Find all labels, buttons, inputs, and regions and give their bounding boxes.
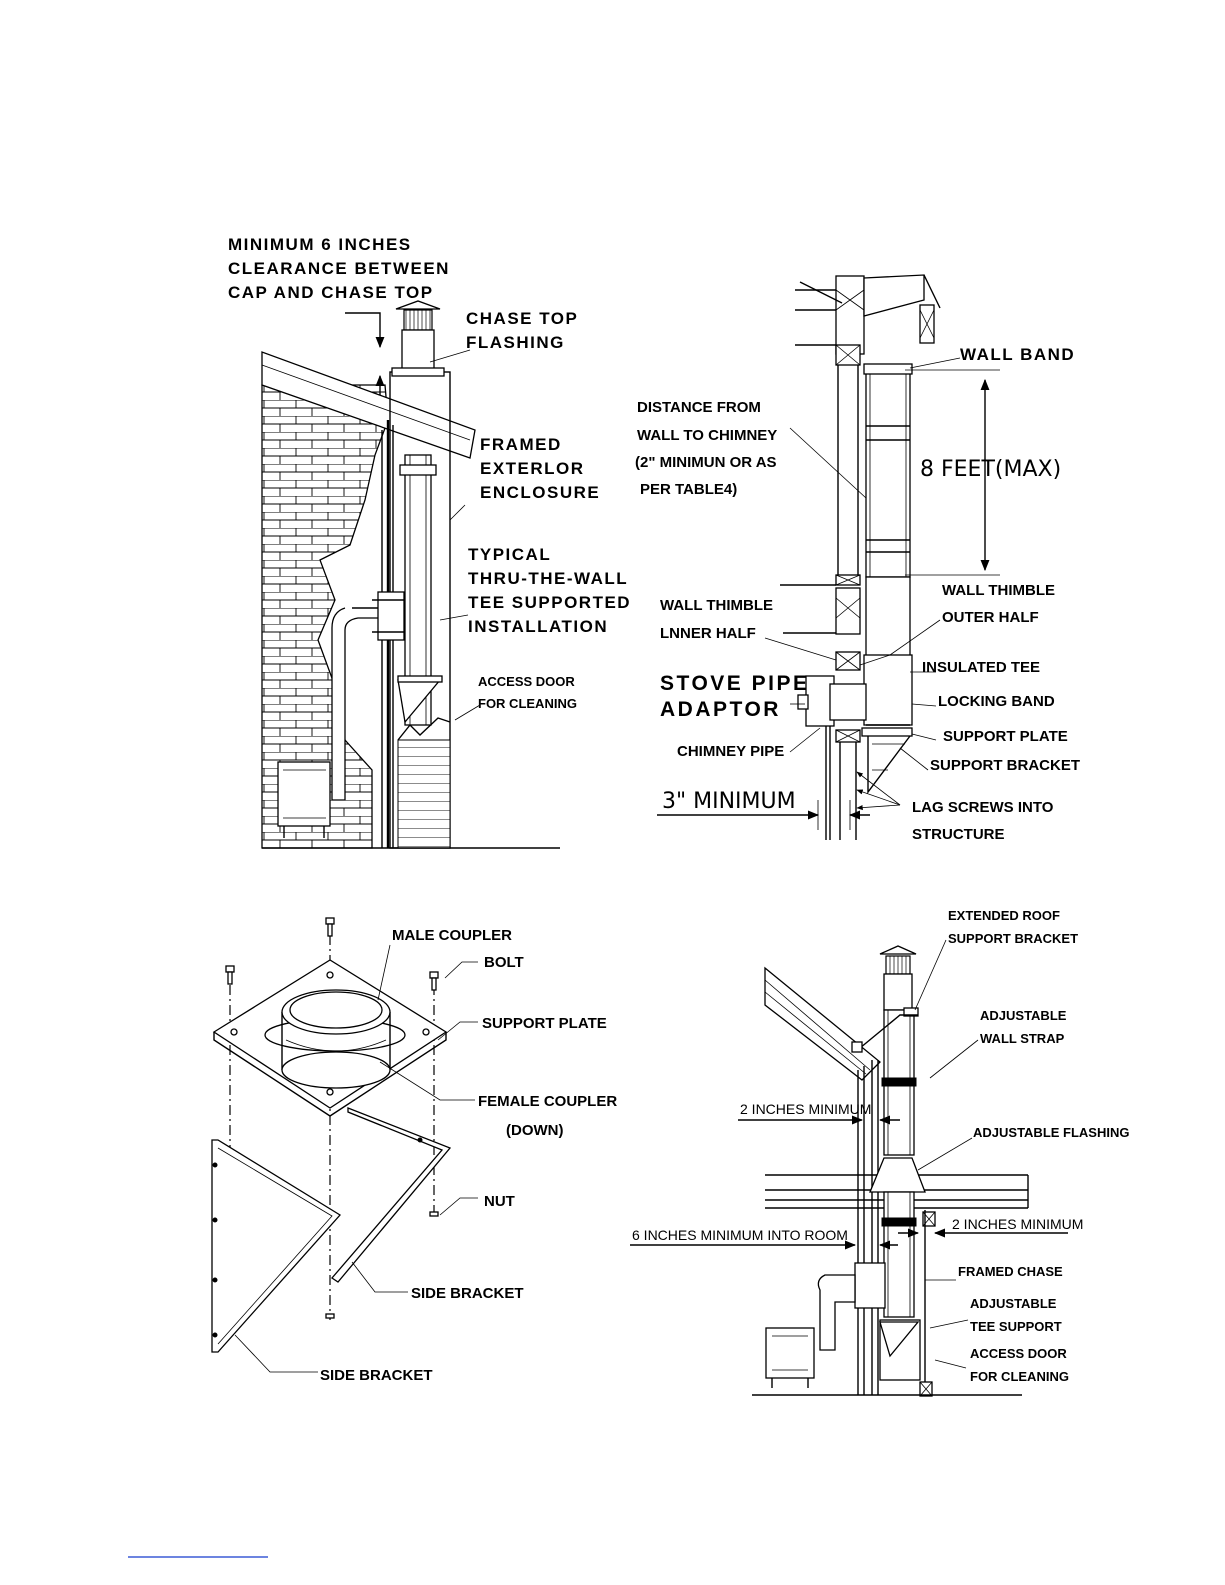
chimney-pipe bbox=[869, 945, 926, 1381]
roof-eave bbox=[799, 274, 941, 344]
exterior-chimney bbox=[863, 363, 913, 726]
support-bracket bbox=[861, 727, 913, 795]
thru-wall-tee bbox=[331, 591, 405, 801]
stove bbox=[277, 761, 331, 838]
distance-label-line4: PER TABLE4) bbox=[640, 481, 737, 498]
tee-connector bbox=[817, 1262, 886, 1351]
distance-label-line1: DISTANCE FROM bbox=[637, 399, 761, 416]
two-inch-minimum-label-b: 2 INCHES MINIMUM bbox=[952, 1216, 1083, 1232]
lag-screws-label-line2: STRUCTURE bbox=[912, 826, 1005, 843]
support-bracket-label: SUPPORT BRACKET bbox=[930, 757, 1080, 774]
clearance-label-line2: CLEARANCE BETWEEN bbox=[228, 259, 450, 278]
access-door-label-line2: FOR CLEANING bbox=[970, 1369, 1069, 1384]
support-parts-figure: MALE COUPLER BOLT SUPPORT PLATE FEMALE C… bbox=[211, 917, 617, 1384]
side-bracket-b-part bbox=[331, 1107, 452, 1283]
extended-roof-label-line2: SUPPORT BRACKET bbox=[948, 931, 1078, 946]
typical-label-line1: TYPICAL bbox=[468, 545, 551, 564]
side-bracket-a-label: SIDE BRACKET bbox=[411, 1285, 524, 1302]
access-door-label-line1: ACCESS DOOR bbox=[970, 1346, 1067, 1361]
chase-install-figure: MINIMUM 6 INCHES CLEARANCE BETWEEN CAP A… bbox=[228, 235, 631, 849]
typical-label-line4: INSTALLATION bbox=[468, 617, 608, 636]
extended-roof-label-line1: EXTENDED ROOF bbox=[948, 908, 1060, 923]
adjustable-tee-label-line1: ADJUSTABLE bbox=[970, 1296, 1057, 1311]
distance-label-line3: (2" MINIMUN OR AS bbox=[635, 454, 777, 471]
brick-wall bbox=[261, 384, 389, 849]
thimble-inner-label-line2: LNNER HALF bbox=[660, 625, 756, 642]
male-coupler-label: MALE COUPLER bbox=[392, 927, 512, 944]
bolt-label: BOLT bbox=[484, 954, 524, 971]
clearance-label-line1: MINIMUM 6 INCHES bbox=[228, 235, 412, 254]
enclosure-label-line3: ENCLOSURE bbox=[480, 483, 600, 502]
lag-screws-label-line1: LAG SCREWS INTO bbox=[912, 799, 1054, 816]
side-bracket-a-part bbox=[211, 1139, 342, 1353]
nut-label: NUT bbox=[484, 1193, 515, 1210]
female-coupler-label-line1: FEMALE COUPLER bbox=[478, 1093, 617, 1110]
adjustable-flashing-label: ADJUSTABLE FLASHING bbox=[973, 1125, 1129, 1140]
enclosure-label-line2: EXTERLOR bbox=[480, 459, 585, 478]
adjustable-strap-label-line2: WALL STRAP bbox=[980, 1031, 1065, 1046]
access-door-label-line1: ACCESS DOOR bbox=[478, 674, 575, 689]
thimble-inner-label-line1: WALL THIMBLE bbox=[660, 597, 773, 614]
adjustable-strap-label-line1: ADJUSTABLE bbox=[980, 1008, 1067, 1023]
access-door-label-line2: FOR CLEANING bbox=[478, 696, 577, 711]
typical-label-line2: THRU-THE-WALL bbox=[468, 569, 628, 588]
thimble-outer-label-line1: WALL THIMBLE bbox=[942, 582, 1055, 599]
clearance-label-line3: CAP AND CHASE TOP bbox=[228, 283, 434, 302]
support-plate-label: SUPPORT PLATE bbox=[943, 728, 1068, 745]
framed-chase-label: FRAMED CHASE bbox=[958, 1264, 1063, 1279]
side-bracket-b-label: SIDE BRACKET bbox=[320, 1367, 433, 1384]
wall-band-label: WALL BAND bbox=[960, 345, 1075, 364]
distance-label-line2: WALL TO CHIMNEY bbox=[637, 427, 777, 444]
typical-label-line3: TEE SUPPORTED bbox=[468, 593, 631, 612]
wall-install-figure: WALL BAND DISTANCE FROM WALL TO CHIMNEY … bbox=[635, 274, 1080, 843]
enclosure-label-line1: FRAMED bbox=[480, 435, 562, 454]
adjustable-tee-label-line2: TEE SUPPORT bbox=[970, 1319, 1062, 1334]
flashing-label-line1: CHASE TOP bbox=[466, 309, 578, 328]
support-bracket bbox=[397, 675, 443, 724]
roof bbox=[764, 966, 881, 1081]
flashing-label-line2: FLASHING bbox=[466, 333, 565, 352]
roof bbox=[261, 351, 476, 459]
female-coupler-label-line2: (DOWN) bbox=[506, 1122, 563, 1139]
six-inch-minimum-label: 6 INCHES MINIMUM INTO ROOM bbox=[632, 1227, 848, 1243]
support-plate-label: SUPPORT PLATE bbox=[482, 1015, 607, 1032]
insulated-tee-label: INSULATED TEE bbox=[922, 659, 1040, 676]
interior-install-figure: EXTENDED ROOF SUPPORT BRACKET ADJUSTABLE… bbox=[630, 908, 1129, 1397]
stove-pipe-label-line1: STOVE PIPE bbox=[660, 672, 810, 695]
bolt-icon bbox=[225, 917, 439, 991]
three-inch-minimum-label: 3" MINIMUM bbox=[662, 789, 796, 814]
chimney-cap bbox=[391, 300, 445, 377]
chimney-pipe-label: CHIMNEY PIPE bbox=[677, 743, 784, 760]
male-coupler-part bbox=[264, 989, 406, 1089]
stove-pipe-label-line2: ADAPTOR bbox=[660, 698, 781, 721]
stove bbox=[765, 1327, 815, 1388]
locking-band-label: LOCKING BAND bbox=[938, 693, 1055, 710]
eight-feet-max-label: 8 FEET(MAX) bbox=[920, 457, 1061, 482]
wall-framing bbox=[780, 275, 865, 840]
two-inch-minimum-label-a: 2 INCHES MINIMUM bbox=[740, 1101, 871, 1117]
stove-pipe-adaptor bbox=[797, 675, 867, 727]
thimble-outer-label-line2: OUTER HALF bbox=[942, 609, 1039, 626]
